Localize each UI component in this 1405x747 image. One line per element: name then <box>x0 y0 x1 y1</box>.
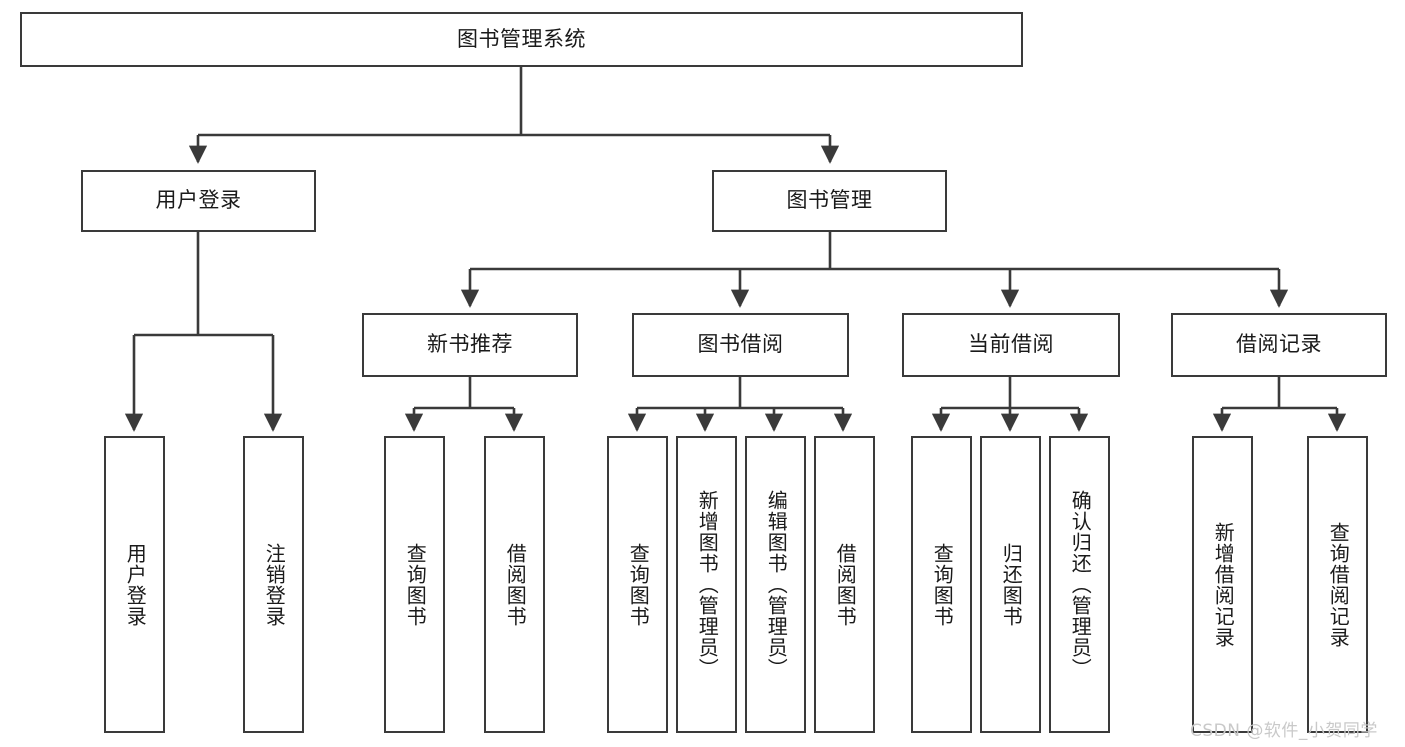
leaf-borrow-edit-book-label: 编辑图书（管理员） <box>764 490 789 679</box>
leaf-current-query-book-label: 查询图书 <box>930 542 955 627</box>
leaf-current-return-book-label: 归还图书 <box>999 542 1024 627</box>
csdn-watermark: CSDN @软件_小贺同学 <box>1190 721 1378 741</box>
node-borrow-records[interactable]: 借阅记录 <box>1171 313 1387 377</box>
node-book-management-label: 图书管理 <box>786 188 873 213</box>
leaf-records-query-record[interactable]: 查询借阅记录 <box>1307 436 1368 733</box>
leaf-newbook-query-book-label: 查询图书 <box>403 542 428 627</box>
leaf-borrow-borrow-book[interactable]: 借阅图书 <box>814 436 875 733</box>
leaf-newbook-borrow-book-label: 借阅图书 <box>503 542 528 627</box>
leaf-borrow-add-book[interactable]: 新增图书（管理员） <box>676 436 737 733</box>
node-root-label: 图书管理系统 <box>457 26 586 51</box>
leaf-borrow-query-book-label: 查询图书 <box>626 542 651 627</box>
node-new-book-recommend[interactable]: 新书推荐 <box>362 313 578 377</box>
leaf-logout-label: 注销登录 <box>262 542 287 627</box>
node-book-management[interactable]: 图书管理 <box>712 170 947 232</box>
leaf-current-confirm-return[interactable]: 确认归还（管理员） <box>1049 436 1110 733</box>
node-book-borrow-label: 图书借阅 <box>697 332 784 357</box>
node-book-borrow[interactable]: 图书借阅 <box>632 313 849 377</box>
node-current-borrow[interactable]: 当前借阅 <box>902 313 1120 377</box>
node-new-book-recommend-label: 新书推荐 <box>427 332 513 357</box>
leaf-user-login-label: 用户登录 <box>123 542 148 627</box>
leaf-records-add-record-label: 新增借阅记录 <box>1211 521 1236 648</box>
leaf-borrow-borrow-book-label: 借阅图书 <box>833 542 858 627</box>
node-user-login[interactable]: 用户登录 <box>81 170 316 232</box>
leaf-current-query-book[interactable]: 查询图书 <box>911 436 972 733</box>
leaf-current-confirm-return-label: 确认归还（管理员） <box>1068 490 1093 679</box>
leaf-borrow-add-book-label: 新增图书（管理员） <box>695 490 720 679</box>
leaf-logout[interactable]: 注销登录 <box>243 436 304 733</box>
leaf-borrow-edit-book[interactable]: 编辑图书（管理员） <box>745 436 806 733</box>
node-borrow-records-label: 借阅记录 <box>1236 332 1322 357</box>
node-current-borrow-label: 当前借阅 <box>968 332 1054 357</box>
leaf-user-login[interactable]: 用户登录 <box>104 436 165 733</box>
leaf-current-return-book[interactable]: 归还图书 <box>980 436 1041 733</box>
leaf-records-query-record-label: 查询借阅记录 <box>1326 521 1351 648</box>
leaf-newbook-query-book[interactable]: 查询图书 <box>384 436 445 733</box>
node-user-login-label: 用户登录 <box>155 188 242 213</box>
leaf-borrow-query-book[interactable]: 查询图书 <box>607 436 668 733</box>
leaf-records-add-record[interactable]: 新增借阅记录 <box>1192 436 1253 733</box>
node-root[interactable]: 图书管理系统 <box>20 12 1023 67</box>
leaf-newbook-borrow-book[interactable]: 借阅图书 <box>484 436 545 733</box>
